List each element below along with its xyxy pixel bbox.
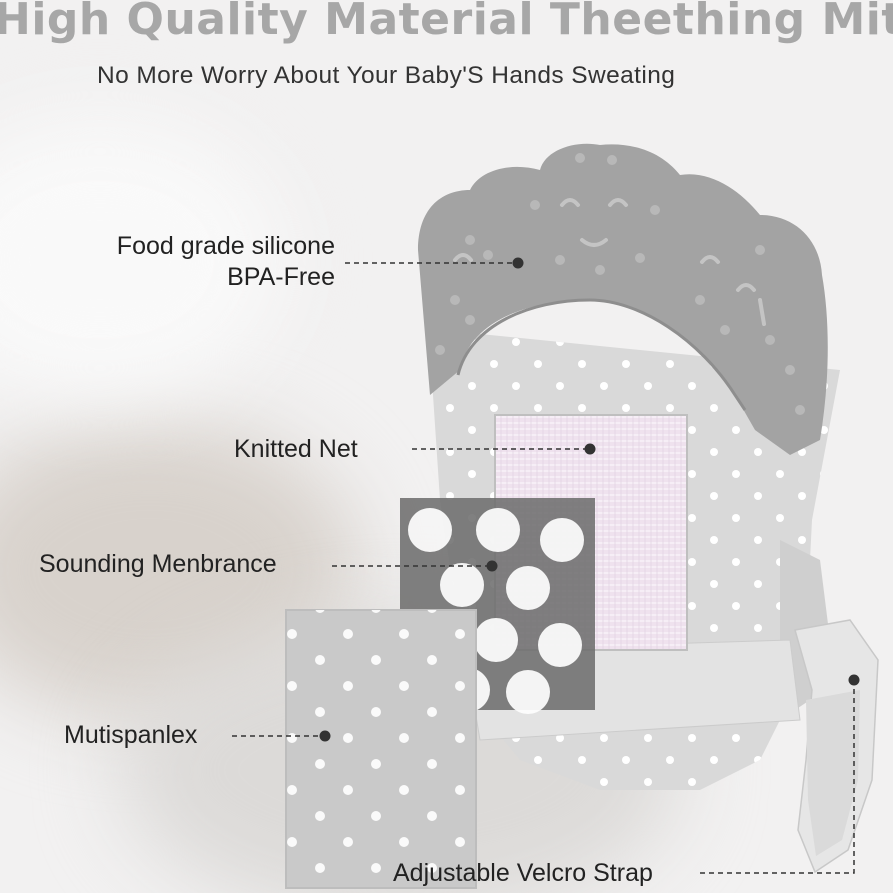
- callout-sounding-membrane: Sounding Menbrance: [39, 550, 277, 578]
- headline: High Quality Material Theething Mittens: [0, 0, 893, 45]
- leader-velcro: [700, 680, 855, 874]
- mutispanlex-swatch: [285, 609, 477, 889]
- callout-velcro-strap: Adjustable Velcro Strap: [393, 859, 653, 887]
- leader-lines: [232, 262, 855, 874]
- callout-knitted-net: Knitted Net: [234, 435, 358, 463]
- background-blur-top: [0, 120, 280, 400]
- leader-dots: [319, 257, 860, 742]
- callout-silicone-line1: Food grade silicone: [116, 232, 335, 260]
- velcro-strap-tail: [794, 619, 879, 874]
- callout-silicone: Food grade silicone BPA-Free: [117, 231, 335, 293]
- sounding-membrane: [400, 498, 595, 714]
- callout-silicone-line2: BPA-Free: [227, 263, 335, 291]
- silicone-top: [418, 143, 828, 455]
- subheadline: No More Worry About Your Baby'S Hands Sw…: [97, 62, 676, 89]
- callout-mutispanlex: Mutispanlex: [64, 721, 198, 749]
